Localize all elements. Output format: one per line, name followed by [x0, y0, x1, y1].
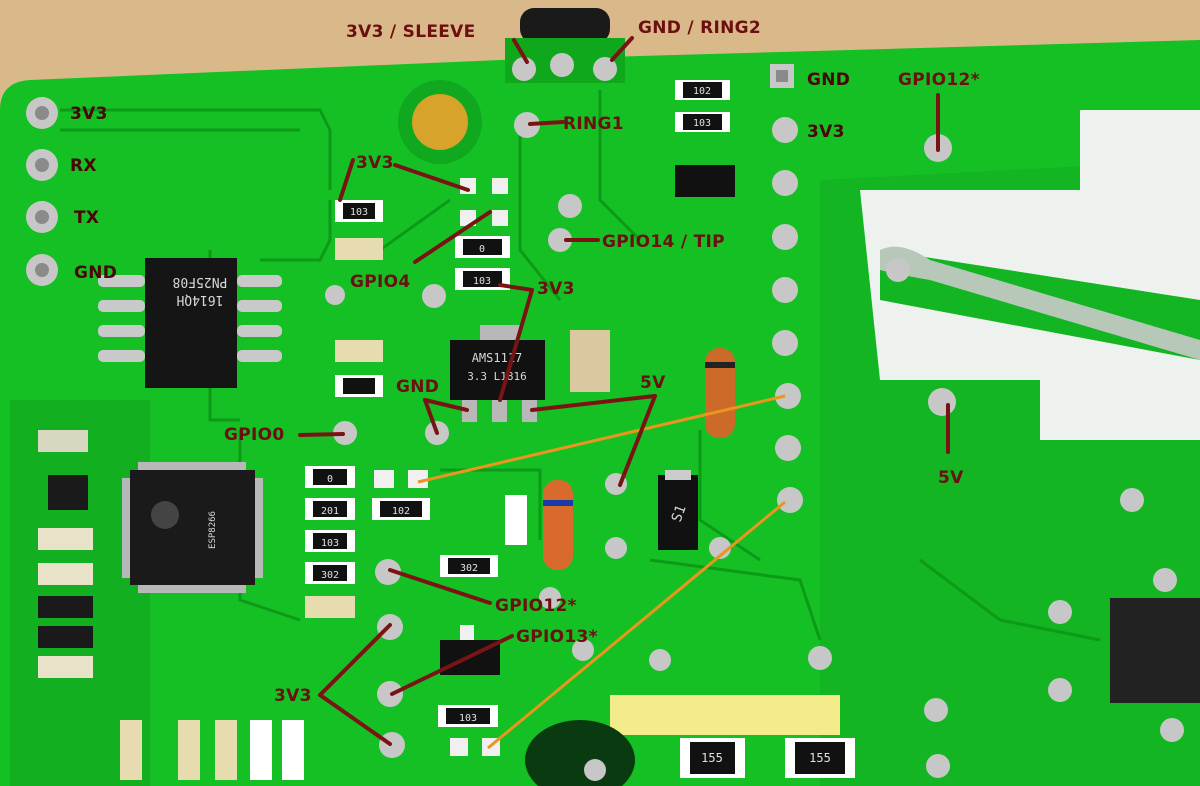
copper-pour-left	[10, 400, 150, 786]
label-gnd-ring2: GND / RING2	[638, 18, 762, 38]
label-ring1: RING1	[563, 114, 624, 134]
mounting-hole	[412, 94, 468, 150]
label-left-gnd: GND	[74, 263, 118, 283]
diode-2	[705, 348, 735, 438]
smd-components	[120, 80, 855, 780]
svg-text:PN25F08: PN25F08	[173, 274, 228, 289]
regulator	[450, 340, 545, 400]
svg-text:302: 302	[460, 563, 478, 574]
label-gpio4: GPIO4	[350, 272, 411, 292]
svg-text:S1: S1	[669, 503, 690, 524]
svg-text:155: 155	[809, 751, 831, 765]
label-bottom-3v3: 3V3	[274, 686, 312, 706]
svg-text:103: 103	[321, 538, 339, 549]
svg-text:3.3 L1816: 3.3 L1816	[467, 370, 527, 383]
label-gpio12-top: GPIO12*	[898, 70, 980, 90]
svg-text:1614QH: 1614QH	[177, 292, 224, 307]
test-pads	[374, 178, 508, 756]
vias	[325, 53, 1184, 781]
resistor-text: 103 0 103 102 103 0 102 201 103 302 302 …	[321, 86, 831, 765]
svg-text:103: 103	[459, 713, 477, 724]
svg-text:0: 0	[327, 474, 333, 485]
diode-1	[543, 480, 573, 570]
svg-text:201: 201	[321, 506, 339, 517]
flash-chip	[145, 258, 237, 388]
svg-text:302: 302	[321, 570, 339, 581]
label-left-3v3: 3V3	[70, 104, 108, 124]
svg-text:102: 102	[392, 506, 410, 517]
audio-jack	[520, 8, 610, 43]
left-passives	[38, 430, 93, 678]
label-gpio12-bottom: GPIO12*	[495, 596, 577, 616]
label-left-tx: TX	[74, 208, 100, 228]
connector-pins	[770, 64, 803, 513]
svg-text:103: 103	[473, 276, 491, 287]
tact-switch	[1110, 598, 1200, 703]
esp-chip-pins	[122, 462, 263, 593]
capacitor-dark	[525, 720, 635, 786]
svg-text:102: 102	[693, 86, 711, 97]
flash-chip-pins	[98, 275, 282, 362]
mosfet	[658, 475, 698, 550]
label-mid-3v3: 3V3	[537, 279, 575, 299]
transistor	[675, 165, 735, 197]
label-regulator-5v: 5V	[640, 373, 666, 393]
label-header-gnd: GND	[807, 70, 851, 90]
svg-text:0: 0	[479, 244, 485, 255]
pointer-lines	[298, 36, 950, 746]
label-right-5v: 5V	[938, 468, 964, 488]
label-left-rx: RX	[70, 156, 97, 176]
label-header-3v3: 3V3	[807, 122, 845, 142]
label-3v3-sleeve: 3V3 / SLEEVE	[346, 22, 476, 42]
svg-text:103: 103	[350, 207, 368, 218]
esp-chip	[130, 470, 255, 585]
label-gpio0: GPIO0	[224, 425, 285, 445]
orange-wires	[417, 394, 786, 750]
label-gpio13: GPIO13*	[516, 627, 598, 647]
label-upper-3v3: 3V3	[356, 153, 394, 173]
label-gpio14-tip: GPIO14 / TIP	[602, 232, 725, 252]
yellow-strip	[610, 695, 840, 735]
svg-text:155: 155	[701, 751, 723, 765]
label-regulator-gnd: GND	[396, 377, 440, 397]
heatsink-bar	[880, 246, 1200, 360]
left-header-pads	[26, 97, 58, 286]
svg-text:103: 103	[693, 118, 711, 129]
svg-text:ESP8266: ESP8266	[208, 511, 218, 549]
